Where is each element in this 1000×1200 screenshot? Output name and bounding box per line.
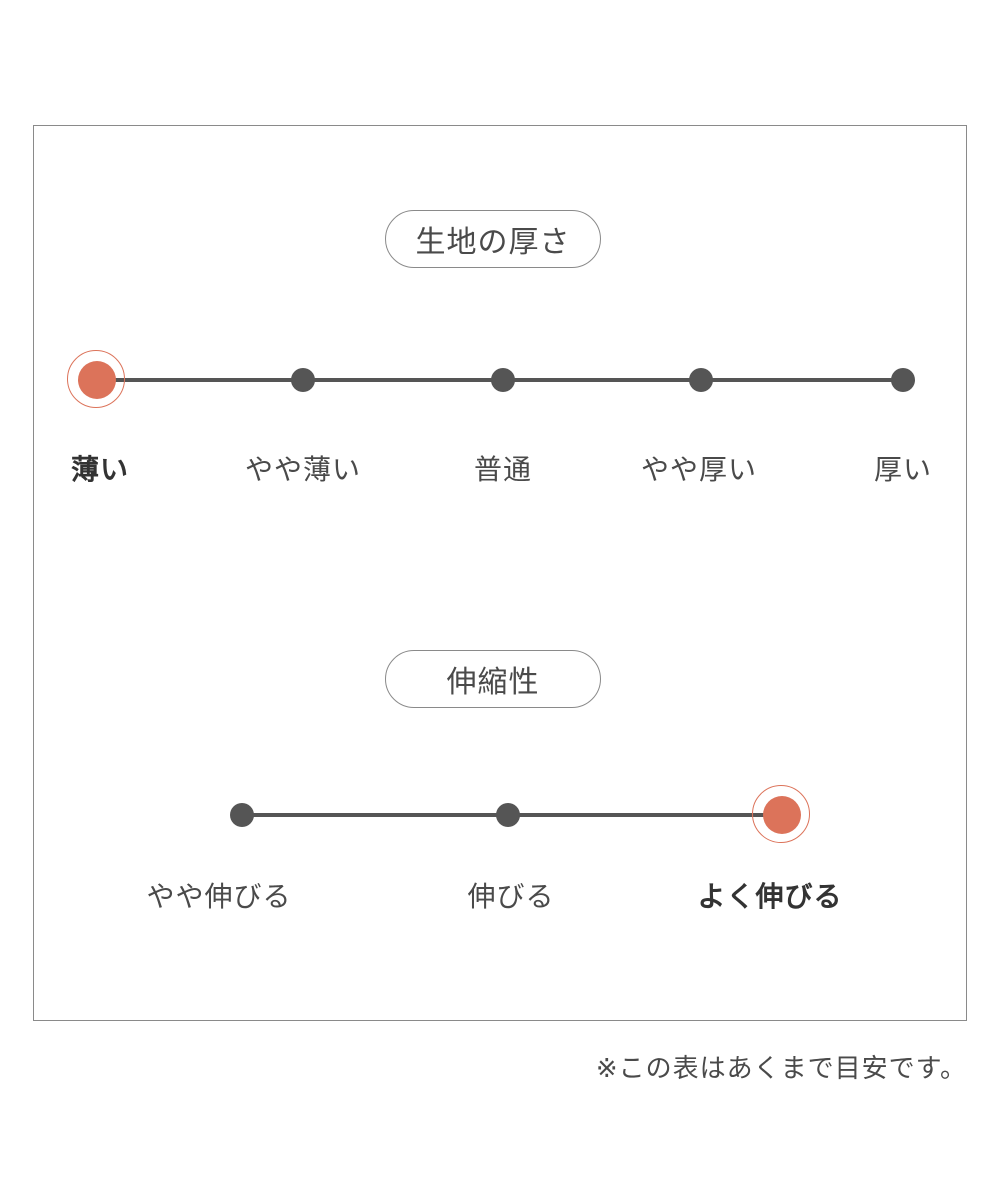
stretch-dot-very-stretchy (752, 785, 810, 843)
thickness-dot-slightly-thick (689, 368, 713, 392)
chart-frame (33, 125, 967, 1021)
stretch-label-very-stretchy: よく伸びる (697, 880, 843, 913)
stretch-label-slightly-stretchy: やや伸びる (146, 880, 292, 913)
stretch-dot-stretchy (496, 803, 520, 827)
thickness-label-slightly-thin: やや薄い (244, 453, 362, 486)
thickness-dot-thin (67, 350, 125, 408)
thickness-label-thick: 厚い (873, 453, 933, 486)
thickness-label-slightly-thick: やや厚い (640, 453, 758, 486)
disclaimer-note: ※この表はあくまで目安です。 (595, 1054, 967, 1084)
thickness-label-thin: 薄い (70, 453, 130, 486)
stretch-dot-slightly-stretchy (230, 803, 254, 827)
thickness-dot-normal (491, 368, 515, 392)
stretch-label-stretchy: 伸びる (467, 880, 555, 913)
thickness-dot-slightly-thin (291, 368, 315, 392)
thickness-title: 生地の厚さ (385, 210, 601, 268)
stretch-title: 伸縮性 (385, 650, 601, 708)
thickness-label-normal: 普通 (473, 453, 533, 486)
thickness-dot-thick (891, 368, 915, 392)
